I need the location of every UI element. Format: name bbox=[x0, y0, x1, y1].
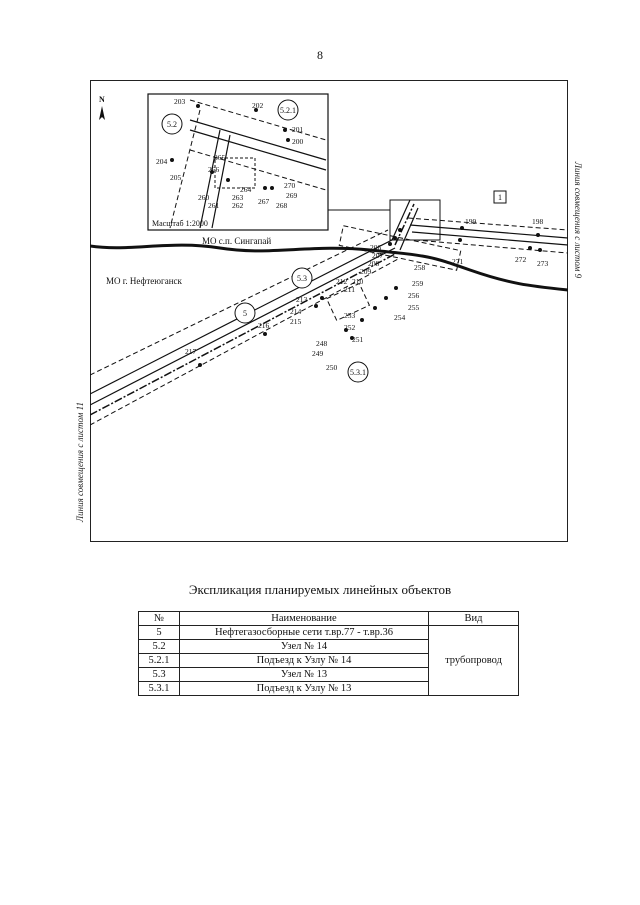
legend-table: № Наименование Вид 5 Нефтегазосборные се… bbox=[138, 611, 519, 696]
legend-header-row: № Наименование Вид bbox=[138, 611, 519, 626]
svg-text:267: 267 bbox=[258, 197, 270, 206]
row-name: Подъезд к Узлу № 14 bbox=[179, 653, 429, 668]
svg-text:203: 203 bbox=[174, 97, 186, 106]
svg-text:199: 199 bbox=[465, 217, 477, 226]
node-5-3-outline bbox=[325, 282, 371, 322]
object-label-5-3-1: 5.3.1 bbox=[350, 368, 366, 377]
table-row: 5 Нефтегазосборные сети т.вр.77 - т.вр.3… bbox=[138, 625, 519, 696]
object-labels: 5 5.2 5.2.1 5.3 5.3.1 1 bbox=[161, 99, 507, 383]
legend-header-num: № bbox=[138, 611, 180, 626]
inset-lines bbox=[169, 99, 327, 229]
inset-scale: Масштаб 1:2000 bbox=[152, 219, 208, 228]
svg-text:263: 263 bbox=[232, 193, 244, 202]
svg-text:207: 207 bbox=[372, 251, 384, 260]
svg-text:268: 268 bbox=[276, 201, 288, 210]
object-label-5-3: 5.3 bbox=[297, 274, 307, 283]
svg-text:260: 260 bbox=[198, 193, 210, 202]
svg-text:204: 204 bbox=[156, 157, 168, 166]
svg-text:216: 216 bbox=[258, 321, 270, 330]
row-type: трубопровод bbox=[428, 625, 519, 696]
svg-text:265: 265 bbox=[214, 153, 226, 162]
row-num: 5.3 bbox=[138, 667, 180, 682]
svg-text:264: 264 bbox=[240, 185, 252, 194]
object-label-5-2: 5.2 bbox=[167, 120, 177, 129]
side-label-right: Линия совмещения с листом 9 bbox=[573, 161, 583, 279]
svg-text:248: 248 bbox=[316, 339, 328, 348]
row-name: Узел № 13 bbox=[179, 667, 429, 682]
svg-text:215: 215 bbox=[290, 317, 302, 326]
svg-text:250: 250 bbox=[326, 363, 338, 372]
row-num: 5 bbox=[138, 625, 180, 640]
table-row: 5.2 Узел № 14 bbox=[138, 639, 519, 654]
svg-text:209: 209 bbox=[360, 267, 372, 276]
object-label-5-2-1: 5.2.1 bbox=[280, 106, 296, 115]
svg-text:269: 269 bbox=[286, 191, 298, 200]
svg-text:252: 252 bbox=[344, 323, 356, 332]
svg-text:266: 266 bbox=[208, 165, 220, 174]
svg-text:205: 205 bbox=[170, 173, 182, 182]
legend-header-type: Вид bbox=[428, 611, 519, 626]
node-outline bbox=[338, 225, 462, 271]
svg-text:201: 201 bbox=[292, 125, 304, 134]
row-name: Узел № 14 bbox=[179, 639, 429, 654]
river-line bbox=[90, 243, 568, 292]
svg-text:259: 259 bbox=[412, 279, 424, 288]
table-row: 5.3.1 Подъезд к Узлу № 13 bbox=[138, 681, 519, 696]
point-labels: 199 198 271 272 273 206 207 208 209 210 … bbox=[185, 217, 549, 372]
svg-text:217: 217 bbox=[185, 347, 197, 356]
row-num: 5.2 bbox=[138, 639, 180, 654]
svg-text:254: 254 bbox=[394, 313, 406, 322]
svg-text:273: 273 bbox=[537, 259, 549, 268]
svg-text:213: 213 bbox=[296, 295, 308, 304]
inset-point-labels: 203 202 201 200 204 205 265 266 260 261 … bbox=[156, 97, 304, 210]
north-label: N bbox=[99, 95, 105, 104]
svg-text:206: 206 bbox=[370, 243, 382, 252]
detail-box bbox=[389, 199, 441, 241]
svg-text:256: 256 bbox=[408, 291, 420, 300]
row-name: Нефтегазосборные сети т.вр.77 - т.вр.36 bbox=[179, 625, 429, 640]
svg-text:270: 270 bbox=[284, 181, 296, 190]
svg-text:271: 271 bbox=[452, 257, 464, 266]
svg-text:208: 208 bbox=[368, 259, 380, 268]
svg-text:261: 261 bbox=[208, 201, 220, 210]
row-name: Подъезд к Узлу № 13 bbox=[179, 681, 429, 696]
svg-text:253: 253 bbox=[344, 311, 356, 320]
pipeline-main bbox=[90, 199, 568, 426]
svg-text:255: 255 bbox=[408, 303, 420, 312]
svg-text:198: 198 bbox=[532, 217, 544, 226]
legend-header-name: Наименование bbox=[179, 611, 429, 626]
north-arrow-icon bbox=[99, 106, 105, 120]
page-number: 8 bbox=[317, 48, 323, 62]
svg-text:200: 200 bbox=[292, 137, 304, 146]
svg-text:212: 212 bbox=[336, 277, 348, 286]
svg-text:249: 249 bbox=[312, 349, 324, 358]
svg-text:211: 211 bbox=[344, 285, 355, 294]
svg-text:272: 272 bbox=[515, 255, 527, 264]
point-markers bbox=[170, 104, 542, 367]
object-label-5: 5 bbox=[243, 309, 247, 318]
area-upper-label: МО с.п. Сингапай bbox=[202, 236, 271, 246]
area-lower-label: МО г. Нефтеюганск bbox=[106, 276, 183, 286]
row-num: 5.2.1 bbox=[138, 653, 180, 668]
svg-text:258: 258 bbox=[414, 263, 426, 272]
legend-title: Экспликация планируемых линейных объекто… bbox=[188, 582, 452, 597]
object-label-1: 1 bbox=[498, 193, 502, 202]
svg-text:262: 262 bbox=[232, 201, 244, 210]
svg-text:214: 214 bbox=[290, 307, 302, 316]
side-label-left: Линия совмещения с листом 11 bbox=[75, 402, 85, 522]
svg-text:251: 251 bbox=[352, 335, 364, 344]
svg-text:210: 210 bbox=[352, 277, 364, 286]
svg-text:202: 202 bbox=[252, 101, 264, 110]
row-num: 5.3.1 bbox=[138, 681, 180, 696]
map-frame: Масштаб 1:2000 N МО с.п. Сингапай МО г. … bbox=[90, 80, 568, 542]
